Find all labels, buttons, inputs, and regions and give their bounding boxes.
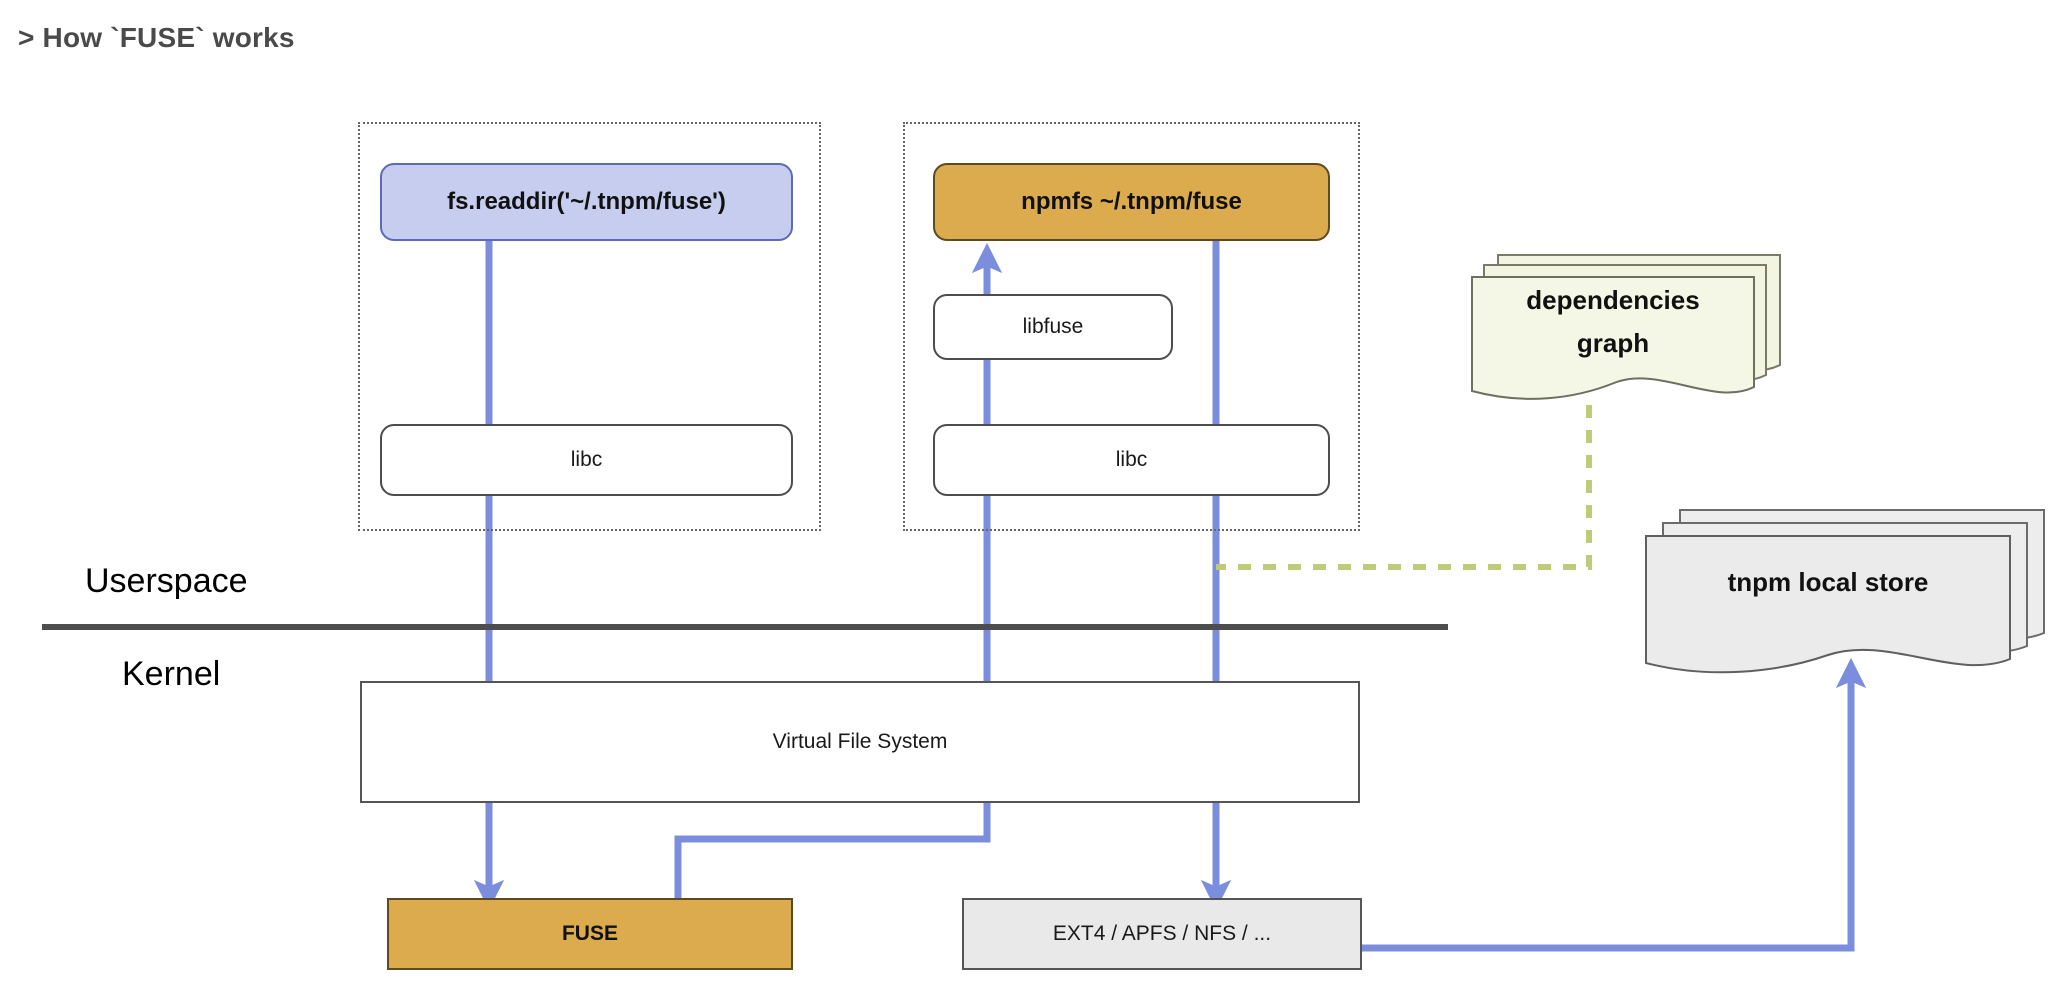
page-title: > How `FUSE` works (18, 22, 295, 53)
node-tnpm-local-store[interactable]: tnpm local store (1640, 505, 2051, 681)
node-dependencies-graph[interactable]: dependencies graph (1470, 243, 1790, 411)
wire-filesystems-to-local-store (1362, 657, 1867, 952)
node-filesystems[interactable]: EXT4 / APFS / NFS / ... (962, 898, 1362, 970)
node-app-libc[interactable]: libc (380, 424, 793, 496)
node-npmfs[interactable]: npmfs ~/.tnpm/fuse (933, 163, 1330, 241)
kernel-label: Kernel (122, 655, 221, 693)
node-fuse[interactable]: FUSE (387, 898, 793, 970)
app-process-group (358, 122, 821, 531)
tnpm-local-store-shape (1645, 509, 2045, 674)
node-npmfs-libc[interactable]: libc (933, 424, 1330, 496)
node-virtual-file-system[interactable]: Virtual File System (360, 681, 1360, 803)
node-libfuse[interactable]: libfuse (933, 294, 1173, 360)
npmfs-process-group (903, 122, 1360, 531)
userspace-label: Userspace (85, 562, 248, 600)
dependencies-graph-shape (1471, 254, 1781, 400)
node-app-call[interactable]: fs.readdir('~/.tnpm/fuse') (380, 163, 793, 241)
